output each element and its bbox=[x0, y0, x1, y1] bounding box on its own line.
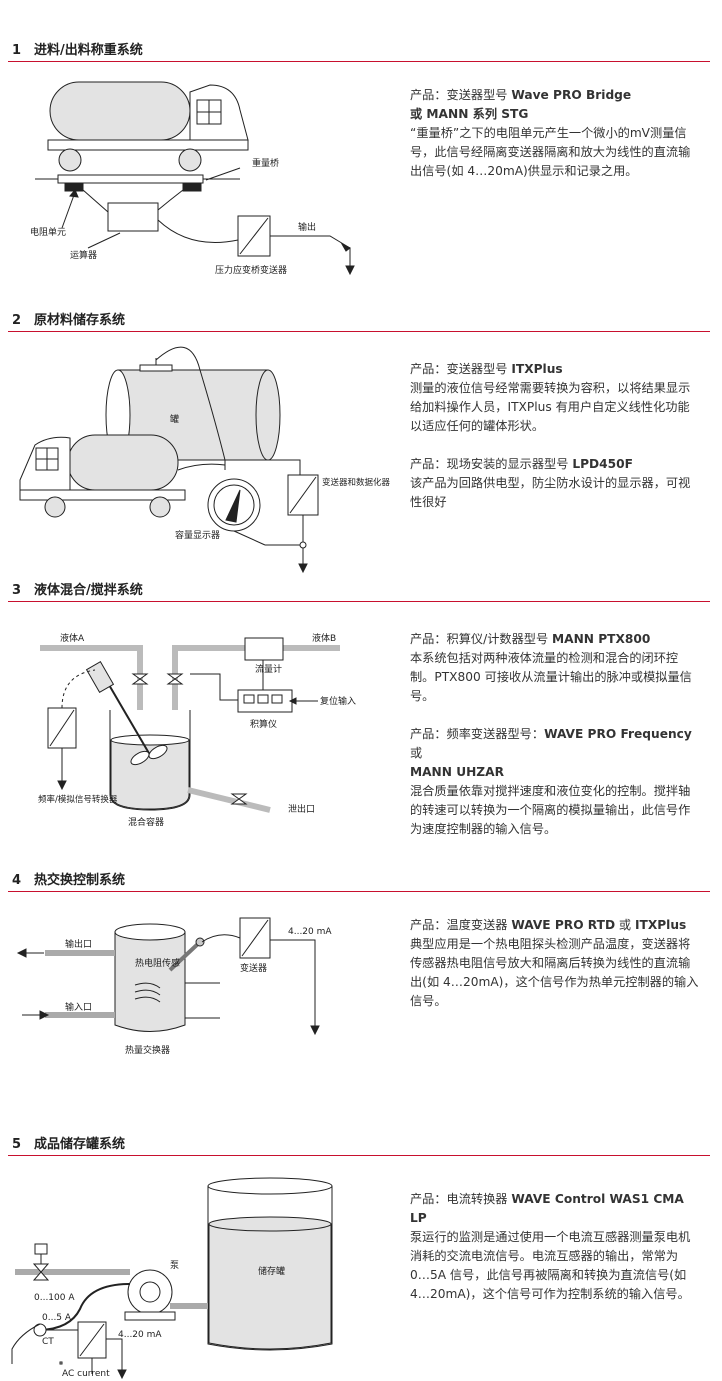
description-text: 泵运行的监测是通过使用一个电流互感器测量泵电机消耗的交流电流信号。电流互感器的输… bbox=[410, 1230, 691, 1301]
section-title: 液体混合/搅拌系统 bbox=[34, 583, 143, 598]
product-line: 产品：变送器型号 Wave PRO Bridge bbox=[410, 88, 632, 102]
truck-chassis bbox=[47, 139, 249, 151]
label-output: 输出 bbox=[298, 221, 316, 233]
product-line: 产品：电流转换器 WAVE Control WAS1 CMA LP bbox=[410, 1192, 684, 1225]
heat-exchange-diagram: 输出口 输入口 热电阻传感 变送器 4...20 mA 热量交换器 bbox=[16, 917, 332, 1056]
label-outlet: 输出口 bbox=[65, 938, 92, 950]
product-line: 产品：积算仪/计数器型号 MANN PTX800 bbox=[410, 632, 651, 646]
label-inlet: 输入口 bbox=[65, 1001, 92, 1013]
label-transmitter: 变送器 bbox=[240, 962, 267, 974]
section-number: 4 bbox=[12, 873, 22, 888]
label-range2: 0...5 A bbox=[42, 1313, 72, 1323]
description-text: 测量的液位信号经常需要转换为容积，以将结果显示给加料操作人员，ITXPlus 有… bbox=[410, 381, 691, 433]
label-pump: 泵 bbox=[170, 1260, 179, 1271]
description-text: 典型应用是一个热电阻探头检测产品温度，变送器将传感器热电阻信号放大和隔离后转换为… bbox=[410, 937, 699, 1008]
wheel-icon bbox=[149, 496, 171, 518]
section-4: 4 热交换控制系统 输出口 输入口 热电阻传感 变送器 4...20 mA 热量… bbox=[0, 870, 722, 1120]
label-range1: 0...100 A bbox=[34, 1293, 75, 1303]
truck-tank bbox=[67, 434, 179, 491]
rtd-icon bbox=[195, 937, 205, 947]
load-cell bbox=[64, 182, 84, 192]
weighing-diagram: 重量桥 输出 电阻单元 运算器 压力应变桥变送器 bbox=[30, 81, 355, 276]
product-line-2: 或 MANN 系列 STG bbox=[410, 107, 529, 121]
mixing-diagram: 液体A 液体B 流量计 复位输入 积算仪 频率/模拟信号转换器 混合容器 泄出口 bbox=[38, 632, 356, 828]
section-title: 热交换控制系统 bbox=[34, 873, 126, 888]
calculator-box bbox=[107, 202, 159, 232]
section-description: 产品：温度变送器 WAVE PRO RTD 或 ITXPlus 典型应用是一个热… bbox=[410, 916, 700, 1030]
product-line: 产品：温度变送器 WAVE PRO RTD 或 ITXPlus bbox=[410, 918, 687, 932]
truck-tank bbox=[49, 81, 191, 141]
label-transmitter: 变送器和数据化器 bbox=[322, 477, 391, 488]
description-text: 本系统包括对两种液体流量的检测和混合的闭环控制。PTX800 可接收从流量计输出… bbox=[410, 651, 692, 703]
description-text: 该产品为回路供电型，防尘防水设计的显示器，可视性很好 bbox=[410, 476, 691, 509]
label-liquid-a: 液体A bbox=[60, 632, 85, 644]
label-exchanger: 热量交换器 bbox=[125, 1044, 170, 1056]
heat-exchanger bbox=[114, 925, 186, 1032]
section-header: 4 热交换控制系统 bbox=[8, 870, 710, 892]
section-2: 2 原材料储存系统 容量显示器 罐 变送器和数 bbox=[0, 310, 722, 580]
section-number: 1 bbox=[12, 43, 22, 58]
section-title: 进料/出料称重系统 bbox=[34, 43, 143, 58]
label-reset: 复位输入 bbox=[320, 695, 356, 707]
load-cell bbox=[182, 182, 202, 192]
label-converter: 频率/模拟信号转换器 bbox=[38, 794, 118, 805]
label-signal: 4...20 mA bbox=[118, 1330, 162, 1340]
label-calc: 运算器 bbox=[70, 249, 97, 261]
section-number: 2 bbox=[12, 313, 22, 328]
section-description: 产品：变送器型号 ITXPlus 测量的液位信号经常需要转换为容积，以将结果显示… bbox=[410, 360, 700, 531]
weigh-bridge bbox=[57, 174, 204, 184]
section-1: 1 进料/出料称重系统 重量桥 输出 电阻单元 运算器 bbox=[0, 40, 722, 300]
label-tank: 罐 bbox=[170, 413, 179, 425]
product-line: 产品：频率变送器型号：WAVE PRO Frequency 或 bbox=[410, 727, 692, 760]
section-title: 成品储存罐系统 bbox=[34, 1137, 126, 1152]
motor-icon bbox=[85, 661, 115, 693]
truck-chassis bbox=[19, 489, 186, 501]
label-tank: 储存罐 bbox=[258, 1265, 285, 1277]
section-title: 原材料储存系统 bbox=[34, 313, 126, 328]
valve-icon bbox=[131, 673, 149, 685]
product-storage-diagram: 泵 储存罐 0...100 A 0...5 A CT 4...20 mA AC … bbox=[11, 1177, 333, 1380]
label-display: 容量显示器 bbox=[175, 529, 220, 541]
product-line: 产品：现场安装的显示器型号 LPD450F bbox=[410, 457, 633, 471]
label-bridge: 重量桥 bbox=[252, 157, 279, 169]
label-totalizer: 积算仪 bbox=[250, 718, 277, 730]
label-liquid-b: 液体B bbox=[312, 632, 336, 644]
label-signal: 4...20 mA bbox=[288, 927, 332, 937]
section-3: 3 液体混合/搅拌系统 液体A 液体B bbox=[0, 580, 722, 860]
valve-icon bbox=[166, 673, 184, 685]
section-number: 3 bbox=[12, 583, 22, 598]
section-description: 产品：电流转换器 WAVE Control WAS1 CMA LP 泵运行的监测… bbox=[410, 1190, 700, 1323]
section-5: 5 成品储存罐系统 泵 储存罐 0...100 A 0...5 A bbox=[0, 1134, 722, 1381]
label-ac: AC current bbox=[62, 1369, 110, 1379]
label-outlet: 泄出口 bbox=[288, 803, 315, 815]
storage-diagram: 容量显示器 罐 变送器和数据化器 bbox=[19, 346, 391, 574]
label-flowmeter: 流量计 bbox=[255, 663, 282, 675]
section-header: 3 液体混合/搅拌系统 bbox=[8, 580, 710, 602]
section-header: 5 成品储存罐系统 bbox=[8, 1134, 710, 1156]
label-ct: CT bbox=[42, 1337, 54, 1347]
product-line-2: MANN UHZAR bbox=[410, 765, 504, 779]
valve-icon bbox=[32, 1263, 50, 1281]
section-number: 5 bbox=[12, 1137, 22, 1152]
section-header: 1 进料/出料称重系统 bbox=[8, 40, 710, 62]
section-description: 产品：积算仪/计数器型号 MANN PTX800 本系统包括对两种液体流量的检测… bbox=[410, 630, 700, 858]
section-header: 2 原材料储存系统 bbox=[8, 310, 710, 332]
label-vessel: 混合容器 bbox=[128, 816, 164, 828]
wheel-icon bbox=[58, 148, 82, 172]
flowmeter bbox=[244, 637, 284, 661]
section-description: 产品：变送器型号 Wave PRO Bridge 或 MANN 系列 STG “… bbox=[410, 86, 700, 200]
valve-icon bbox=[230, 793, 248, 805]
product-line: 产品：变送器型号 ITXPlus bbox=[410, 362, 563, 376]
description-text: 混合质量依靠对搅拌速度和液位变化的控制。搅拌轴的转速可以转换为一个隔离的模拟量输… bbox=[410, 784, 691, 836]
label-cell: 电阻单元 bbox=[30, 226, 66, 238]
label-rtd: 热电阻传感 bbox=[135, 957, 180, 969]
wheel-icon bbox=[44, 496, 66, 518]
wheel-icon bbox=[178, 148, 202, 172]
label-transmitter: 压力应变桥变送器 bbox=[215, 264, 287, 276]
description-text: “重量桥”之下的电阻单元产生一个微小的mV测量信号，此信号经隔离变送器隔离和放大… bbox=[410, 126, 691, 178]
